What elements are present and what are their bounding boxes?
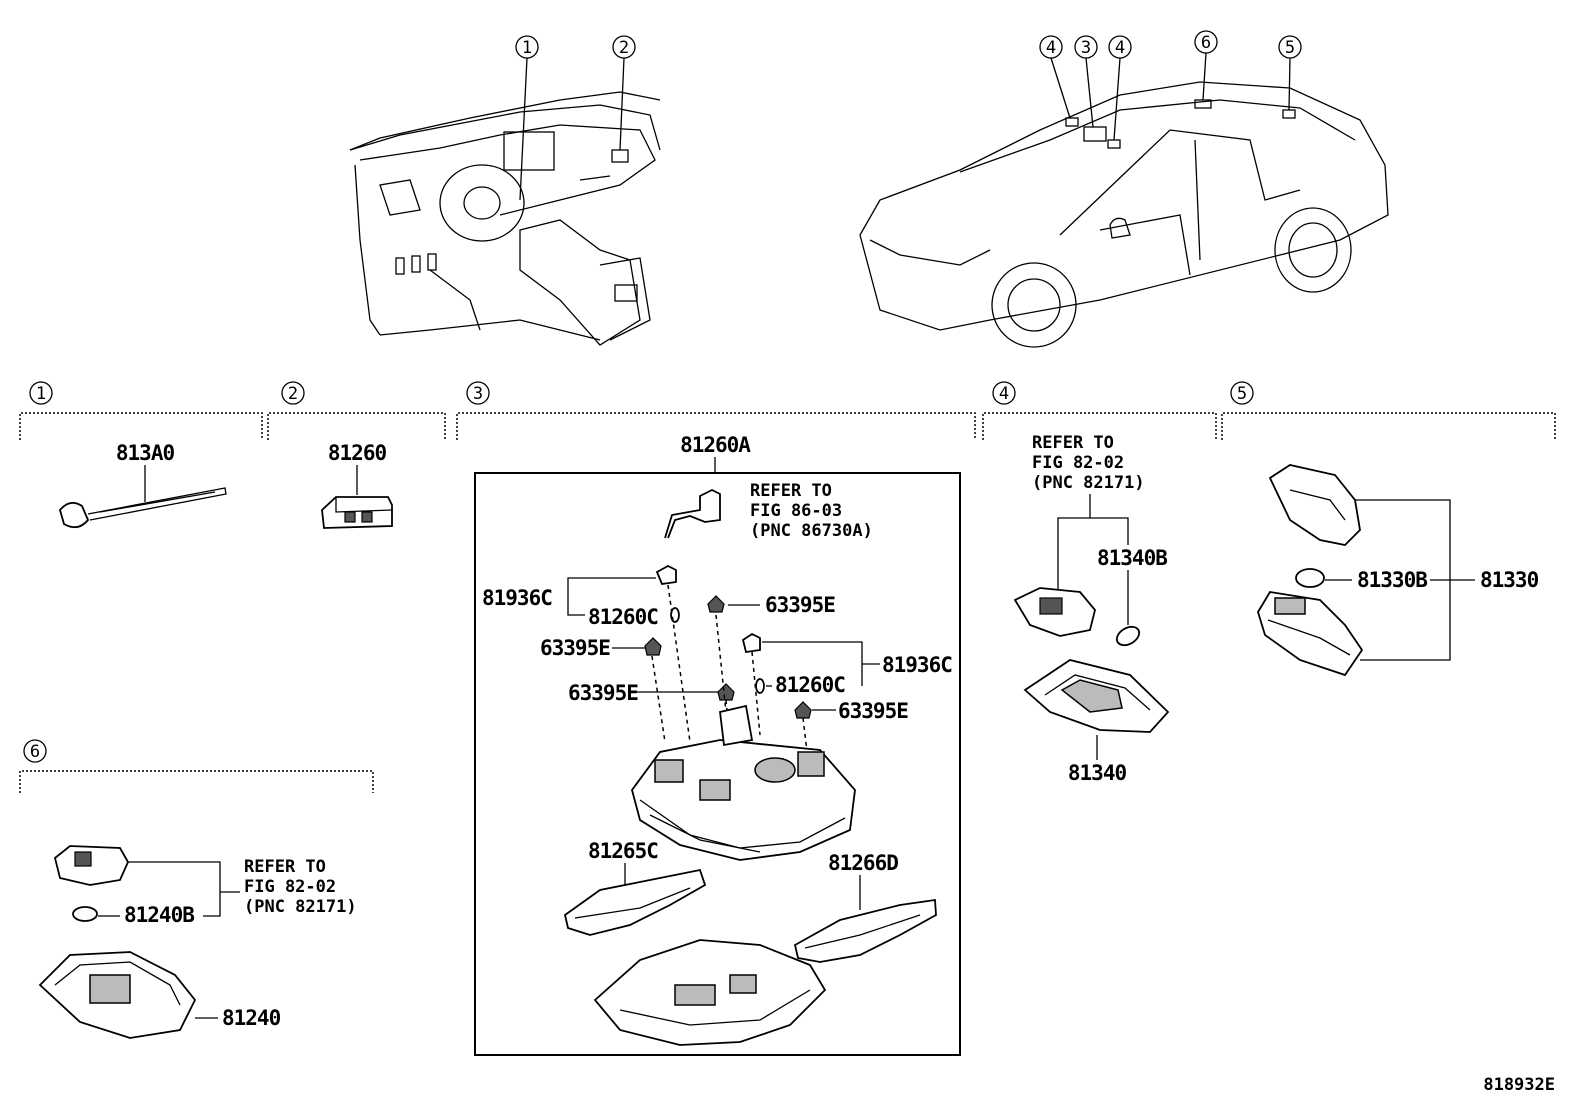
part-number-label: 81936C [882, 653, 952, 677]
overhead-console-housing [631, 704, 856, 861]
part-81340[interactable]: 81340 [1023, 659, 1170, 785]
diagram-code: 818932E [1483, 1075, 1555, 1095]
refer-note-82-02-section4[interactable]: REFER TO FIG 82-02 (PNC 82171) [1013, 433, 1145, 637]
car-callout-4-left: 4 [1039, 35, 1071, 119]
part-number-label: 63395E [838, 699, 908, 723]
section-header-2: 2 [267, 381, 446, 440]
part-number-label: 813A0 [116, 441, 175, 465]
part-81260[interactable]: 81260 [321, 441, 393, 529]
section-header-4: 4 [982, 381, 1217, 440]
part-81936C-left[interactable]: 81936C [482, 564, 677, 610]
assembly-number-label: 81260A [680, 433, 751, 457]
callout-number: 4 [1115, 38, 1125, 58]
part-number-label: 81260C [775, 673, 845, 697]
part-number-label: 81936C [482, 586, 552, 610]
section-header-1: 1 [19, 381, 263, 440]
svg-text:818932E: 818932E [1483, 1075, 1555, 1095]
svg-text:FIG 82-02: FIG 82-02 [1032, 453, 1124, 473]
part-81936C-right[interactable]: 81936C [741, 632, 953, 677]
part-number-label: 81240B [124, 903, 194, 927]
part-813A0[interactable]: 813A0 [59, 441, 227, 529]
section-header-5: 5 [1221, 381, 1556, 440]
svg-text:2: 2 [288, 384, 298, 404]
part-number-label: 81330 [1480, 568, 1539, 592]
part-number-label: 81265C [588, 839, 658, 863]
part-81240B[interactable]: 81240B [72, 903, 195, 927]
svg-text:(PNC 82171): (PNC 82171) [1032, 473, 1145, 493]
part-63395E-left[interactable]: 63395E [540, 636, 662, 660]
part-81330B[interactable]: 81330B [1295, 568, 1428, 592]
svg-text:(PNC 82171): (PNC 82171) [244, 897, 357, 917]
section-header-6: 6 [19, 739, 374, 793]
svg-text:1: 1 [36, 384, 46, 404]
svg-text:4: 4 [999, 384, 1009, 404]
part-63395E-top[interactable]: 63395E [707, 593, 836, 617]
callout-number: 6 [1201, 33, 1211, 53]
part-81330[interactable]: 81330 [1257, 568, 1540, 677]
refer-note-82-02-section6[interactable]: REFER TO FIG 82-02 (PNC 82171) [53, 845, 357, 917]
dashboard-callout-2: 2 [612, 35, 636, 151]
refer-note-86-03[interactable]: REFER TO FIG 86-03 (PNC 86730A) [664, 481, 873, 541]
part-81265C[interactable]: 81265C [563, 839, 707, 936]
bracket-81330 [1345, 499, 1475, 661]
bracket-81936C-left [567, 577, 656, 616]
svg-text:REFER TO: REFER TO [1032, 433, 1114, 453]
bracket-81936C-right [762, 641, 880, 686]
callout-number: 5 [1285, 38, 1295, 58]
dashboard-callout-1: 1 [515, 35, 539, 201]
part-81340B[interactable]: 81340B [1097, 546, 1168, 649]
part-number-label: 81260C [588, 605, 658, 629]
svg-text:FIG 82-02: FIG 82-02 [244, 877, 336, 897]
part-63395E-right[interactable]: 63395E [794, 699, 909, 723]
part-number-label: 81240 [222, 1006, 281, 1030]
svg-text:REFER TO: REFER TO [244, 857, 326, 877]
car-callout-5: 5 [1278, 35, 1302, 111]
part-number-label: 63395E [568, 681, 638, 705]
callout-number: 3 [1081, 38, 1091, 58]
svg-text:3: 3 [473, 384, 483, 404]
part-81266D[interactable]: 81266D [793, 851, 937, 963]
part-number-label: 81340 [1068, 761, 1127, 785]
part-63395E-middle[interactable]: 63395E [568, 681, 735, 705]
part-81240[interactable]: 81240 [38, 951, 282, 1039]
part-81330-lens-upper [1268, 464, 1361, 546]
part-81260C-right[interactable]: 81260C [755, 673, 846, 697]
section-header-3: 3 [456, 381, 976, 440]
car-callout-4-right: 4 [1108, 35, 1132, 141]
callout-number: 1 [522, 38, 532, 58]
part-number-label: 81260 [328, 441, 387, 465]
callout-number: 2 [619, 38, 629, 58]
part-number-label: 81330B [1357, 568, 1427, 592]
assembly-81260A: 81260A [474, 433, 961, 1056]
svg-text:5: 5 [1237, 384, 1247, 404]
part-number-label: 63395E [540, 636, 610, 660]
callout-number: 4 [1046, 38, 1056, 58]
car-callout-6: 6 [1194, 30, 1218, 101]
svg-text:REFER TO: REFER TO [750, 481, 832, 501]
svg-text:(PNC 86730A): (PNC 86730A) [750, 521, 873, 541]
part-number-label: 81266D [828, 851, 898, 875]
car-callout-3: 3 [1074, 35, 1098, 128]
part-number-label: 81340B [1097, 546, 1167, 570]
car-illustration [859, 81, 1389, 348]
svg-text:6: 6 [30, 742, 40, 762]
console-lower-cover [593, 939, 827, 1046]
part-number-label: 63395E [765, 593, 835, 617]
svg-text:FIG 86-03: FIG 86-03 [750, 501, 842, 521]
part-81260C-left[interactable]: 81260C [588, 605, 680, 629]
dashboard-illustration [349, 91, 661, 346]
